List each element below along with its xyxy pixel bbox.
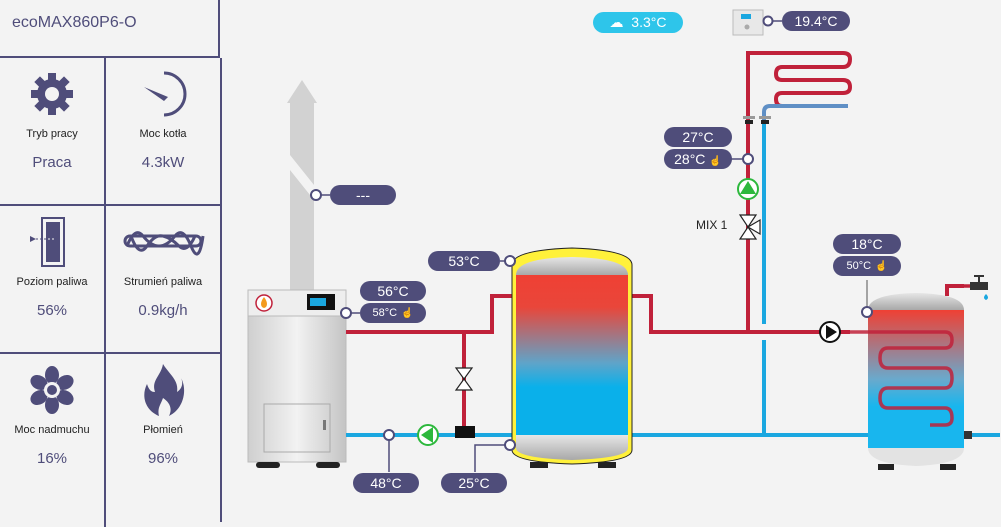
floor-heating-coil [746,51,853,120]
flue-sensor-point [310,189,322,201]
water-tap-icon [945,275,988,300]
boiler-pump-icon[interactable] [417,424,439,446]
buffer-bottom-sensor-point [504,439,516,451]
tile-label: Moc kotła [139,128,187,140]
outdoor-temp-badge[interactable]: ☁ 3.3°C [593,12,683,33]
flame-icon [106,364,220,416]
tile-label: Płomień [143,424,183,436]
room-temp-badge[interactable]: 19.4°C [782,11,850,31]
boiler[interactable] [247,289,347,468]
mix1-sensor-point [742,153,754,165]
bypass-valve-icon[interactable] [454,367,474,391]
tile-value: 0.9kg/h [138,302,188,319]
tile-label: Tryb pracy [26,128,78,140]
return-sensor-point [383,429,395,441]
dhw-setpoint-value: 50°C [846,260,872,272]
gauge-icon [106,70,220,118]
boiler-setpoint-badge[interactable]: 58°C☝ [360,303,426,323]
outdoor-temp-value: 3.3°C [631,14,667,30]
tile-fuel-level[interactable]: Poziom paliwa 56% [0,206,106,354]
gear-icon [0,70,104,118]
device-title: ecoMAX860P6-O [12,14,137,31]
tile-value: 56% [36,302,68,319]
dhw-setpoint-badge[interactable]: 50°C☝ [833,256,901,276]
dhw-temp-badge[interactable]: 18°C [833,234,901,254]
feeder-screw-icon [106,218,220,266]
mix1-setpoint-value: 28°C [674,151,706,167]
sidebar: ecoMAX860P6-O Tryb pracy Praca Moc kotła… [0,0,222,527]
cloud-icon: ☁ [609,14,624,30]
tile-blower-power[interactable]: Moc nadmuchu 16% [0,354,106,527]
hydraulic-scheme [247,9,1000,472]
fan-icon [0,366,104,414]
device-title-panel: ecoMAX860P6-O [0,0,220,58]
tee-fitting [455,426,475,438]
boiler-setpoint-value: 58°C [372,307,398,319]
tile-value: 16% [36,450,68,467]
boiler-temp-badge[interactable]: 56°C [360,281,426,301]
dhw-sensor-point [861,306,873,318]
tile-fuel-flow[interactable]: Strumień paliwa 0.9kg/h [106,206,222,354]
boiler-sensor-point [340,307,352,319]
mix1-valve-icon[interactable] [738,214,761,240]
buffer-top-sensor-point [504,255,516,267]
mix1-pump-icon[interactable] [737,178,759,200]
tile-label: Moc nadmuchu [14,424,90,436]
chimney [287,80,317,290]
mix1-temp-badge[interactable]: 27°C [664,127,732,147]
fuel-level-icon [0,217,104,267]
hand-icon: ☝ [709,156,722,167]
tile-operation-mode[interactable]: Tryb pracy Praca [0,58,106,206]
tile-value: 4.3kW [141,154,185,171]
tile-label: Poziom paliwa [16,276,88,288]
return-temp-badge[interactable]: 48°C [353,473,419,493]
tile-value: 96% [147,450,179,467]
tile-boiler-power[interactable]: Moc kotła 4.3kW [106,58,222,206]
mix1-setpoint-badge[interactable]: 28°C☝ [664,149,732,169]
tile-value: Praca [32,154,72,171]
buffer-top-temp-badge[interactable]: 53°C [428,251,500,271]
hand-icon: ☝ [875,261,888,272]
tile-flame[interactable]: Płomień 96% [106,354,222,522]
tile-label: Strumień paliwa [123,276,203,288]
buffer-tank[interactable] [511,247,633,468]
mix1-label: MIX 1 [696,218,728,232]
room-thermostat-icon[interactable] [732,9,764,36]
flue-temp-badge[interactable]: --- [330,185,396,205]
buffer-bottom-temp-badge[interactable]: 25°C [441,473,507,493]
dhw-pump-icon[interactable] [819,321,841,343]
hand-icon: ☝ [401,308,414,319]
dhw-tank[interactable] [850,293,964,470]
